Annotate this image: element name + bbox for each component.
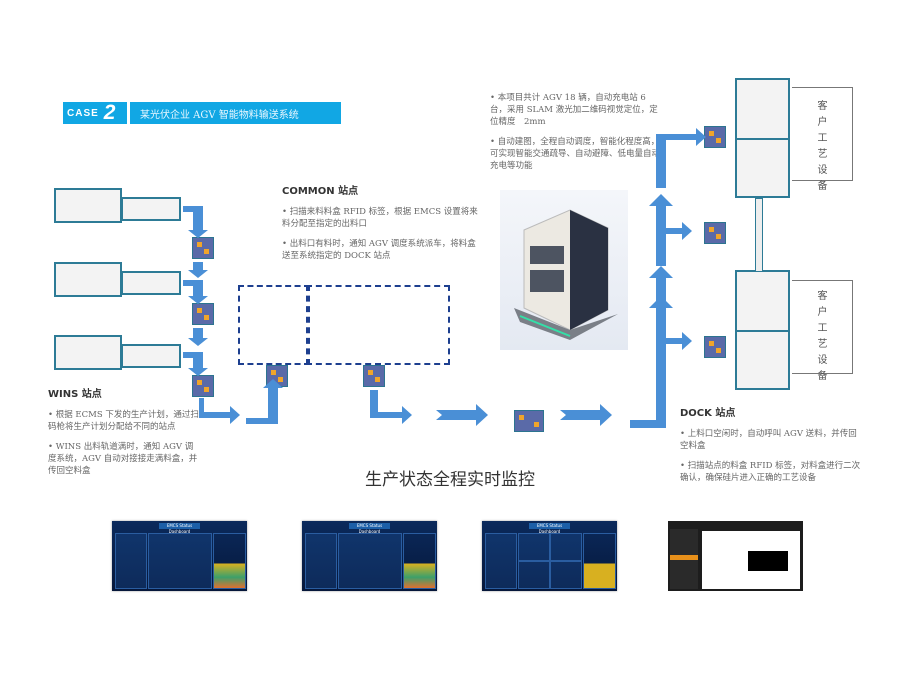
agv-station-wins-1 <box>192 237 214 259</box>
dashboard-thumbnail-1[interactable]: EMCS Status Dashboard <box>112 521 247 591</box>
dock-info: DOCK 站点 • 上料口空闲时，自动呼叫 AGV 送料，并传回空料盒 • 扫描… <box>680 408 865 492</box>
dashboard-title-1: EMCS Status Dashboard <box>159 523 200 534</box>
customer-machine-4 <box>735 330 790 390</box>
common-bullet-2: • 出料口有料时，通知 AGV 调度系统派车，将料盒送至系统指定的 DOCK 站… <box>282 239 476 261</box>
dashboard-chart-panel <box>583 533 616 589</box>
monitoring-title: 生产状态全程实时监控 <box>365 470 535 490</box>
wins-conveyor-3 <box>121 344 181 368</box>
arrow-dock-top <box>656 128 706 188</box>
agv-info: • 本项目共计 AGV 18 辆，自动充电站 6 台，采用 SLAM 激光加二维… <box>490 92 662 180</box>
robot-door <box>570 210 608 330</box>
robot-led <box>519 315 571 337</box>
arrow-dock-up-1 <box>630 296 673 428</box>
wins-bullet-2: • WINS 出料轨道满时，通知 AGV 调度系统，AGV 自动对接接走满料盒，… <box>48 442 198 476</box>
wins-bullet-1: • 根据 ECMS 下发的生产计划，通过扫码枪将生产计划分配给不同的站点 <box>48 410 199 432</box>
agv-bullet-2: • 自动建图，全程自动调度，智能化程度高，可实现智能交通疏导、自动避障、低电量自… <box>490 137 661 171</box>
agv-station-wins-2 <box>192 303 214 325</box>
wins-heading: WINS 站点 <box>48 389 102 400</box>
dashboard-panel <box>485 533 517 589</box>
agv-station-dock-2 <box>704 222 726 244</box>
customer-machine-3 <box>735 270 790 332</box>
arrow-dock-branch-2 <box>649 194 692 266</box>
arrow-wins-to-common <box>199 398 240 424</box>
common-left-zone <box>238 285 310 365</box>
wins-machine-2 <box>54 262 122 297</box>
common-info: COMMON 站点 • 扫描来料料盒 RFID 标签，根据 EMCS 设置将来料… <box>282 186 482 270</box>
arrow-up-to-common <box>246 379 283 424</box>
dashboard-title-3: EMCS Status Dashboard <box>529 523 570 534</box>
agv-robot-image <box>500 190 628 350</box>
agv-station-middle <box>514 410 544 432</box>
case-banner: CASE 2 某光伏企业 AGV 智能物料输送系统 <box>63 101 341 124</box>
customer-equipment-label-top: 客户工艺设备 <box>815 100 826 196</box>
wins-info: WINS 站点 • 根据 ECMS 下发的生产计划，通过扫码枪将生产计划分配给不… <box>48 389 200 485</box>
agv-bullet-1: • 本项目共计 AGV 18 辆，自动充电站 6 台，采用 SLAM 激光加二维… <box>490 93 658 127</box>
agv-station-dock-3 <box>704 336 726 358</box>
arrow-wins-1 <box>183 206 208 238</box>
arrow-wins-3 <box>183 352 208 376</box>
arrow-wins-down-1 <box>188 262 208 278</box>
case-number: 2 <box>103 101 116 124</box>
map-sidebar-highlight <box>670 555 698 560</box>
arrow-common-out <box>370 390 412 424</box>
agv-station-wins-3 <box>192 375 214 397</box>
bracket-top <box>792 87 853 181</box>
dashboard-panel <box>518 561 550 589</box>
arrow-wins-down-2 <box>188 328 208 346</box>
dashboard-panel <box>148 533 212 589</box>
arrow-dock-branch-1 <box>649 266 692 354</box>
wins-machine-1 <box>54 188 122 223</box>
agv-station-dock-top <box>704 126 726 148</box>
common-right-zone <box>306 285 450 365</box>
arrow-wins-2 <box>183 280 208 304</box>
dashboard-panel <box>115 533 147 589</box>
wins-conveyor-2 <box>121 271 181 295</box>
dashboard-title-2: EMCS Status Dashboard <box>349 523 390 534</box>
customer-machine-2 <box>735 138 790 198</box>
robot-window-2 <box>530 270 564 292</box>
arrow-chevron-2 <box>560 404 612 426</box>
arrow-chevron-1 <box>436 404 488 426</box>
common-bullet-1: • 扫描来料料盒 RFID 标签，根据 EMCS 设置将来料分配至指定的出料口 <box>282 207 478 229</box>
bracket-bottom <box>792 280 853 374</box>
wins-conveyor-1 <box>121 197 181 221</box>
connector-rail <box>755 198 763 272</box>
map-obstacle <box>748 551 788 571</box>
case-label: CASE <box>67 107 99 119</box>
dock-heading: DOCK 站点 <box>680 408 736 419</box>
dock-bullet-1: • 上料口空闲时，自动呼叫 AGV 送料，并传回空料盒 <box>680 429 857 451</box>
dashboard-panel <box>550 561 582 589</box>
dashboard-chart-panel <box>403 533 436 589</box>
dashboard-thumbnail-2[interactable]: EMCS Status Dashboard <box>302 521 437 591</box>
case-title: 某光伏企业 AGV 智能物料输送系统 <box>130 102 341 124</box>
dashboard-thumbnail-3[interactable]: EMCS Status Dashboard <box>482 521 617 591</box>
dashboard-panel <box>518 533 550 561</box>
customer-equipment-label-bottom: 客户工艺设备 <box>815 290 826 386</box>
agv-station-common-2 <box>363 365 385 387</box>
dashboard-panel <box>305 533 337 589</box>
common-heading: COMMON 站点 <box>282 186 359 197</box>
dock-bullet-2: • 扫描站点的料盒 RFID 标签，对料盒进行二次确认，确保硅片进入正确的工艺设… <box>680 461 861 483</box>
case-tag: CASE 2 <box>63 101 127 124</box>
map-thumbnail[interactable] <box>668 521 803 591</box>
dashboard-panel <box>550 533 582 561</box>
dashboard-chart-panel <box>213 533 246 589</box>
dashboard-panel <box>338 533 402 589</box>
flow-arrows <box>183 128 706 428</box>
robot-window-1 <box>530 246 564 264</box>
